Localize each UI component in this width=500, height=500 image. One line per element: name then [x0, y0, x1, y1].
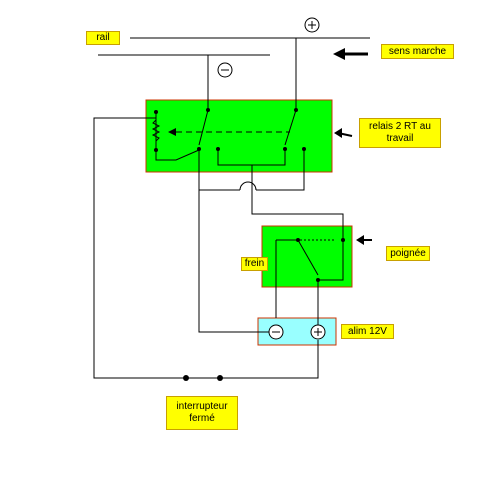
wire-relay-to-minus	[198, 149, 270, 333]
label-relais: relais 2 RT au travail	[359, 118, 441, 148]
label-sens-marche: sens marche	[381, 44, 454, 59]
label-frein: frein	[241, 257, 268, 271]
label-rail: rail	[86, 31, 120, 45]
wire-switch-to-plus	[220, 340, 319, 379]
label-alim: alim 12V	[341, 324, 394, 339]
wire-relay-to-handle	[251, 165, 344, 240]
wire-coil-to-switch	[93, 117, 186, 379]
label-poignee: poignée	[386, 246, 430, 261]
label-interrupteur: interrupteur fermé	[166, 396, 238, 430]
